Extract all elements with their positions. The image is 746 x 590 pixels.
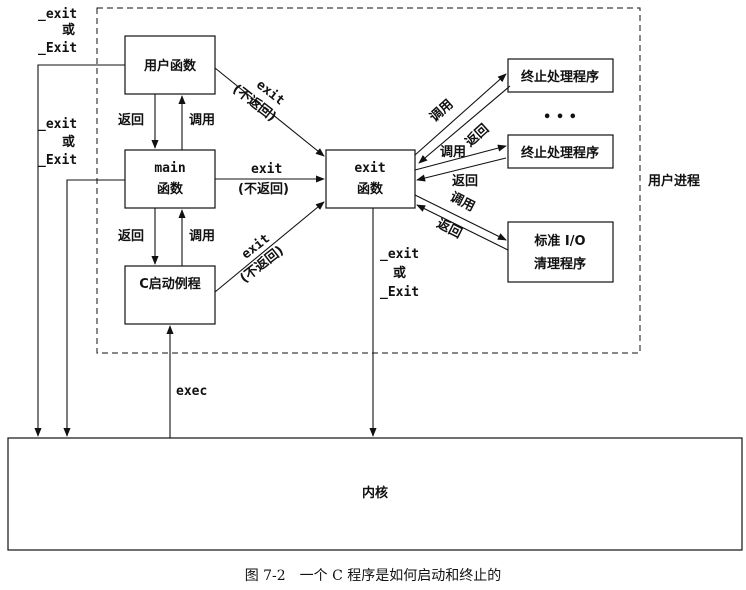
main-no-return-label: (不返回): [238, 182, 289, 197]
exit-or-Exit-mid-line2: 或: [62, 134, 75, 150]
user-process-label: 用户进程: [647, 173, 700, 189]
exit-or-Exit-top-line3: _Exit: [38, 41, 77, 56]
exit-handler-label-1: 终止处理程序: [521, 69, 599, 85]
stdio-cleanup-label-line2: 清理程序: [534, 256, 586, 272]
exit-function-label-line2: 函数: [357, 181, 384, 197]
user-func-to-kernel-exit-arrow: [34, 64, 125, 437]
handler2-return-exit-arrow: [416, 157, 507, 182]
exit-function-box: [325, 149, 416, 209]
exit-or-Exit-right-line2: 或: [393, 265, 406, 281]
kernel-box: [7, 437, 743, 551]
return-label-upper: 返回: [118, 113, 144, 128]
main-function-label-line2: 函数: [157, 181, 184, 197]
c-startup-routine-label: C启动例程: [139, 276, 201, 292]
exit-or-Exit-right-line3: _Exit: [380, 285, 419, 300]
exit-function-label-line1: exit: [354, 161, 385, 176]
main-to-kernel-exit-arrow: [63, 179, 125, 437]
figure-caption: 图 7-2 一个 C 程序是如何启动和终止的: [245, 568, 502, 584]
call-label-upper: 调用: [189, 113, 215, 128]
stdio-return-label: 返回: [434, 216, 464, 241]
exit-handler-ellipsis: • • •: [543, 110, 577, 125]
user-function-box: [124, 35, 216, 95]
exit-handler-box-1: [507, 58, 614, 93]
exit-call-stdio-arrow: [414, 194, 507, 241]
main-exit-label: exit: [251, 162, 282, 177]
kernel-label: 内核: [362, 485, 388, 501]
main-function-label-line1: main: [154, 161, 185, 176]
stdio-cleanup-box: [507, 221, 614, 283]
handler1-call-label: 调用: [427, 97, 456, 126]
return-label-lower: 返回: [118, 229, 144, 244]
handler2-return-label: 返回: [452, 174, 478, 189]
exit-or-Exit-mid-line1: _exit: [38, 117, 77, 132]
call-label-lower: 调用: [189, 229, 215, 244]
exit-or-Exit-top-line1: _exit: [38, 7, 77, 22]
user-func-exit-arrow: [214, 67, 325, 157]
exit-or-Exit-right-line1: _exit: [380, 247, 419, 262]
c-startup-routine-box: [124, 265, 216, 325]
exit-or-Exit-mid-line3: _Exit: [38, 153, 77, 168]
exec-label: exec: [176, 384, 207, 399]
main-function-box: [124, 149, 216, 209]
exit-call-handler2-arrow: [414, 144, 507, 171]
stdio-return-exit-arrow: [416, 204, 509, 251]
exit-handler-label-2: 终止处理程序: [521, 145, 599, 161]
handler1-return-label: 返回: [463, 122, 492, 151]
stdio-call-label: 调用: [447, 190, 477, 215]
startup-exit-arrow: [214, 201, 325, 293]
handler1-return-exit-arrow: [418, 85, 511, 164]
user-function-label: 用户函数: [143, 58, 197, 74]
exit-handler-box-2: [507, 134, 614, 169]
stdio-cleanup-label-line1: 标准 I/O: [533, 233, 585, 249]
exit-or-Exit-top-line2: 或: [62, 22, 75, 38]
handler2-call-label: 调用: [440, 145, 466, 160]
exit-call-handler1-arrow: [414, 73, 507, 156]
